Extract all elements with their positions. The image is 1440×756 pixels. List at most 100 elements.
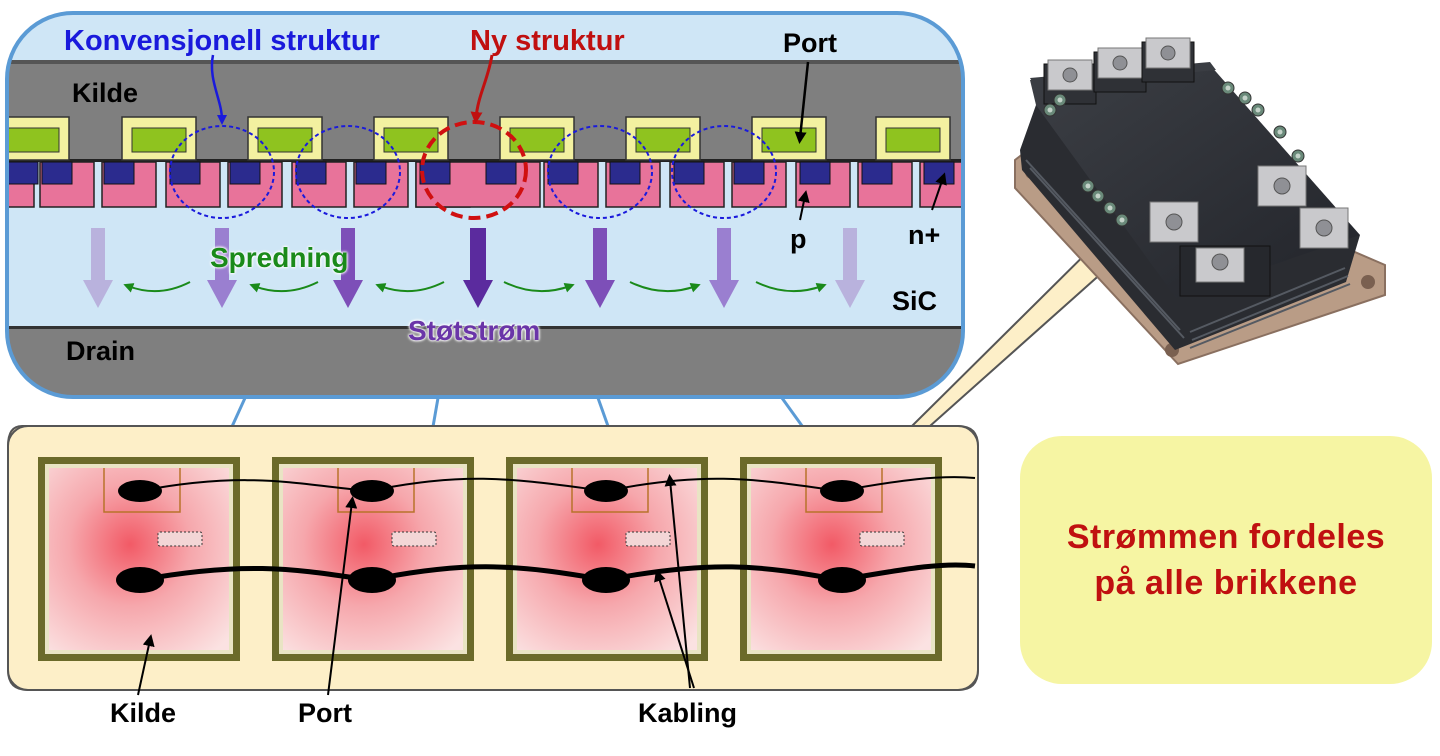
- source-bond: [582, 567, 630, 593]
- source-pointer: [137, 634, 155, 696]
- n-plus-region: [103, 161, 135, 185]
- conventional-circle: [295, 125, 401, 219]
- terminal-hole: [1165, 213, 1183, 231]
- n-plus-region: [355, 161, 387, 185]
- gate-poly: [131, 127, 187, 153]
- gate-poly: [7, 127, 60, 153]
- n-plus-region: [799, 161, 831, 185]
- n-plus-region: [923, 161, 955, 185]
- chip-gate-label: Port: [298, 698, 352, 728]
- surge-current-arrow: [91, 228, 105, 280]
- conclusion-note: Strømmen fordeles på alle brikkene: [1020, 436, 1432, 684]
- gate-pad-region: [571, 468, 649, 513]
- conventional-circle: [671, 125, 777, 219]
- n-plus-region: [229, 161, 261, 185]
- cell-marker: [391, 531, 437, 547]
- new-structure-pointer: [470, 54, 494, 124]
- n-plus-region: [295, 161, 327, 185]
- p-wells: [7, 161, 963, 208]
- n-plus-region: [609, 161, 641, 185]
- wiring-label: Kabling: [638, 698, 737, 728]
- gate-poly: [635, 127, 691, 153]
- terminal-hole: [1273, 177, 1291, 195]
- gate-bond: [350, 480, 394, 502]
- note-line-2: på alle brikkene: [1094, 564, 1358, 602]
- conventional-circle: [547, 125, 653, 219]
- spreading-label: Spredning: [210, 242, 349, 273]
- surge-current-label: Støtstrøm: [408, 315, 541, 346]
- n-plus-region: [861, 161, 893, 185]
- conventional-circle: [169, 125, 275, 219]
- module-screws: [1043, 81, 1305, 227]
- n-plus-label: n+: [908, 220, 941, 250]
- surge-current-arrow: [215, 228, 229, 280]
- gate-poly: [761, 127, 817, 153]
- surge-current-arrow: [717, 228, 731, 280]
- cross-section: [5, 11, 965, 399]
- source-label: Kilde: [72, 78, 139, 108]
- gate-pointer: [794, 61, 810, 144]
- spreading-arrow-left: [123, 281, 191, 293]
- terminal-hole: [1211, 253, 1229, 271]
- wiring-pointer-2: [654, 569, 695, 689]
- module-top: [1030, 65, 1360, 298]
- surge-current-arrow: [341, 228, 355, 280]
- port-pointer: [327, 496, 358, 696]
- gate-poly: [509, 127, 565, 153]
- power-module: [1014, 37, 1386, 366]
- note-line-1: Strømmen fordeles: [1066, 518, 1386, 556]
- n-plus-region: [673, 161, 705, 185]
- terminal-hole: [1112, 55, 1128, 71]
- conventional-structure-label: Konvensjonell struktur: [64, 25, 380, 57]
- terminal: [1145, 37, 1191, 69]
- terminal-hole: [1062, 67, 1078, 83]
- cell-marker: [157, 531, 203, 547]
- terminal-hole: [1315, 219, 1333, 237]
- drain-label: Drain: [66, 336, 136, 366]
- cell-marker: [859, 531, 905, 547]
- source-bond: [116, 567, 164, 593]
- spreading-arrow-right: [629, 281, 701, 293]
- n-plus-region: [547, 161, 579, 185]
- chip-panel: [7, 198, 1152, 696]
- callout-bubble: [5, 11, 965, 399]
- source-bond: [348, 567, 396, 593]
- n-plus-region: [169, 161, 201, 185]
- spreading-arrow-left: [375, 281, 445, 293]
- n-plus-region: [41, 161, 73, 185]
- gate-pad-region: [805, 468, 883, 513]
- spreading-arrow-right: [503, 281, 575, 293]
- n-plus-region: [485, 161, 517, 185]
- surge-current-arrow: [843, 228, 857, 280]
- bond-pads: [116, 480, 866, 593]
- n-pointer: [931, 172, 947, 211]
- drain-metal: [7, 328, 963, 397]
- n-plus-region: [7, 161, 39, 185]
- terminal-hole: [1160, 45, 1176, 61]
- gate-poly: [885, 127, 941, 153]
- p-label: p: [790, 224, 807, 254]
- surge-current-arrow: [470, 228, 486, 280]
- surge-current-arrow: [593, 228, 607, 280]
- gate-label: Port: [783, 28, 837, 58]
- p-pointer: [797, 190, 810, 221]
- new-structure-label: Ny struktur: [470, 25, 625, 57]
- spreading-arrow-right: [755, 281, 827, 293]
- conventional-pointer: [210, 54, 227, 125]
- spreading-arrow-left: [249, 281, 319, 293]
- sic-label: SiC: [892, 286, 938, 316]
- gate-bond: [584, 480, 628, 502]
- gate-pad-region: [103, 468, 181, 513]
- wiring-pointer-1: [664, 474, 691, 689]
- gate-electrodes: [7, 116, 951, 161]
- gate-bond: [118, 480, 162, 502]
- gate-bond: [820, 480, 864, 502]
- spreading-arrows: [123, 281, 827, 293]
- gate-pad-region: [337, 468, 415, 513]
- chip-source-label: Kilde: [110, 698, 177, 728]
- module-terminals: [1043, 37, 1349, 297]
- surge-current-arrows: [83, 228, 865, 308]
- cell-marker: [625, 531, 671, 547]
- n-plus-region: [419, 161, 451, 185]
